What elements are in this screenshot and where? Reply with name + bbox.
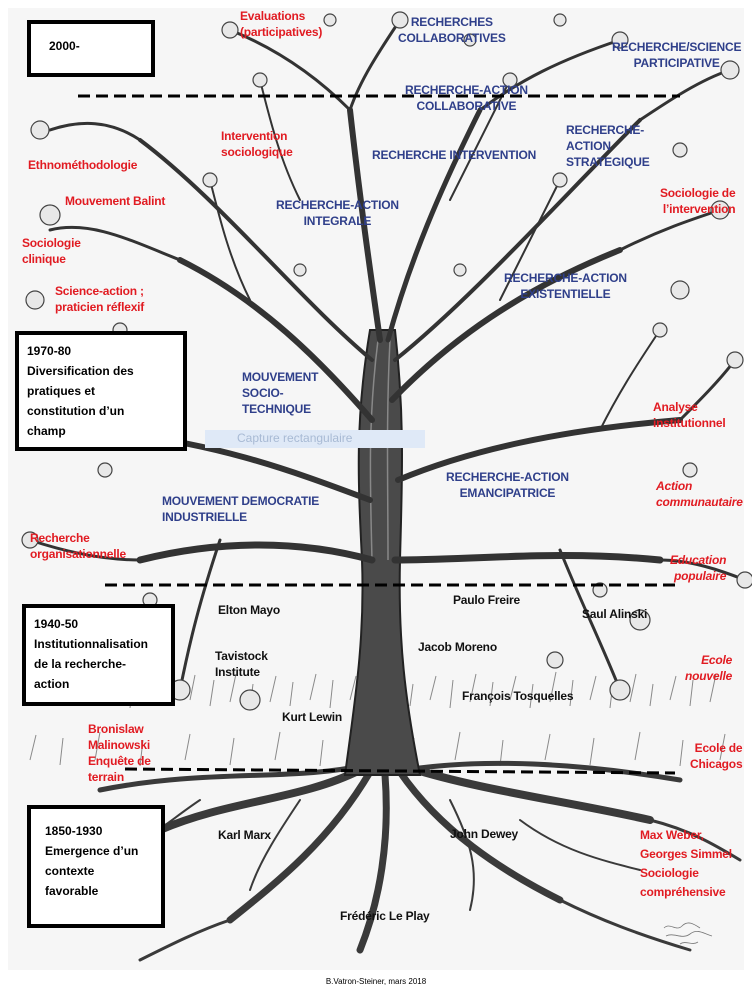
label-ra-integrale: RECHERCHE-ACTION INTEGRALE <box>276 198 399 228</box>
label-evaluations: Evaluations (participatives) <box>240 9 323 39</box>
label-education-populaire: Education populaire <box>670 553 727 583</box>
label-ecole-chicagos: Ecole de Chicagos <box>690 741 743 771</box>
label-kurt-lewin: Kurt Lewin <box>282 710 342 724</box>
label-recherche-science-participative: RECHERCHE/SCIENCE PARTICIPATIVE <box>612 40 742 70</box>
label-mouvement-socio-technique: MOUVEMENT SOCIO- TECHNIQUE <box>242 370 319 416</box>
label-jacob-moreno: Jacob Moreno <box>418 640 497 654</box>
label-elton-mayo: Elton Mayo <box>218 603 281 617</box>
era-box-2000: 2000- <box>27 20 155 77</box>
label-analyse-institutionnelle: Analyse institutionnel <box>653 400 726 430</box>
capture-rectangle-text: Capture rectangulaire <box>237 431 353 445</box>
label-sociologie-clinique: Sociologie clinique <box>22 236 81 266</box>
label-paulo-freire: Paulo Freire <box>453 593 520 607</box>
label-mouvement-democratie: MOUVEMENT DEMOCRATIE INDUSTRIELLE <box>162 494 320 524</box>
label-francois-tosquelles: François Tosquelles <box>462 689 574 703</box>
label-recherches-collaboratives: RECHERCHES COLLABORATIVES <box>398 15 506 45</box>
label-ethnomethodologie: Ethnométhodologie <box>28 158 138 172</box>
branches <box>23 18 747 692</box>
label-ra-emancipatrice: RECHERCHE-ACTION EMANCIPATRICE <box>446 470 569 500</box>
label-sociologie-intervention: Sociologie de l’intervention <box>660 186 736 216</box>
label-action-communautaire: Action communautaire <box>656 479 743 509</box>
label-ecole-nouvelle: Ecole nouvelle <box>685 653 733 683</box>
label-malinowski: Bronislaw Malinowski Enquête de terrain <box>88 722 151 784</box>
label-tavistock: Tavistock Institute <box>215 649 268 679</box>
era-separators <box>78 94 680 775</box>
era-box-1850-1930: 1850-1930 Emergence d’un contexte favora… <box>27 805 165 928</box>
era-box-1940-50: 1940-50 Institutionnalisation de la rech… <box>22 604 175 706</box>
label-ra-existentielle: RECHERCHE-ACTION EXISTENTIELLE <box>504 271 627 301</box>
label-mouvement-balint: Mouvement Balint <box>65 194 166 208</box>
label-recherche-organisationnelle: Recherche organisationnelle <box>30 531 126 561</box>
artist-signature <box>663 922 713 945</box>
label-john-dewey: John Dewey <box>450 827 519 841</box>
label-science-action: Science-action ; praticien réflexif <box>55 284 145 314</box>
era-box-1970-80: 1970-80 Diversification des pratiques et… <box>15 331 187 451</box>
label-frederic-le-play: Frédéric Le Play <box>340 909 430 923</box>
label-ra-strategique: RECHERCHE- ACTION STRATEGIQUE <box>566 123 650 169</box>
label-karl-marx: Karl Marx <box>218 828 271 842</box>
trunk-texture <box>369 339 391 561</box>
label-weber-simmel: Max Weber, Georges Simmel Sociologie com… <box>640 828 732 899</box>
label-intervention-sociologique: Intervention sociologique <box>221 129 293 159</box>
label-saul-alinski: Saul Alinski <box>582 607 648 621</box>
separator-1940 <box>124 767 676 775</box>
capture-rectangle-overlay: Capture rectangulaire <box>205 430 425 448</box>
label-recherche-intervention: RECHERCHE INTERVENTION <box>372 148 537 162</box>
author-credit: B.Vatron-Steiner, mars 2018 <box>325 977 427 986</box>
label-ra-collaborative: RECHERCHE-ACTION COLLABORATIVE <box>405 83 528 113</box>
